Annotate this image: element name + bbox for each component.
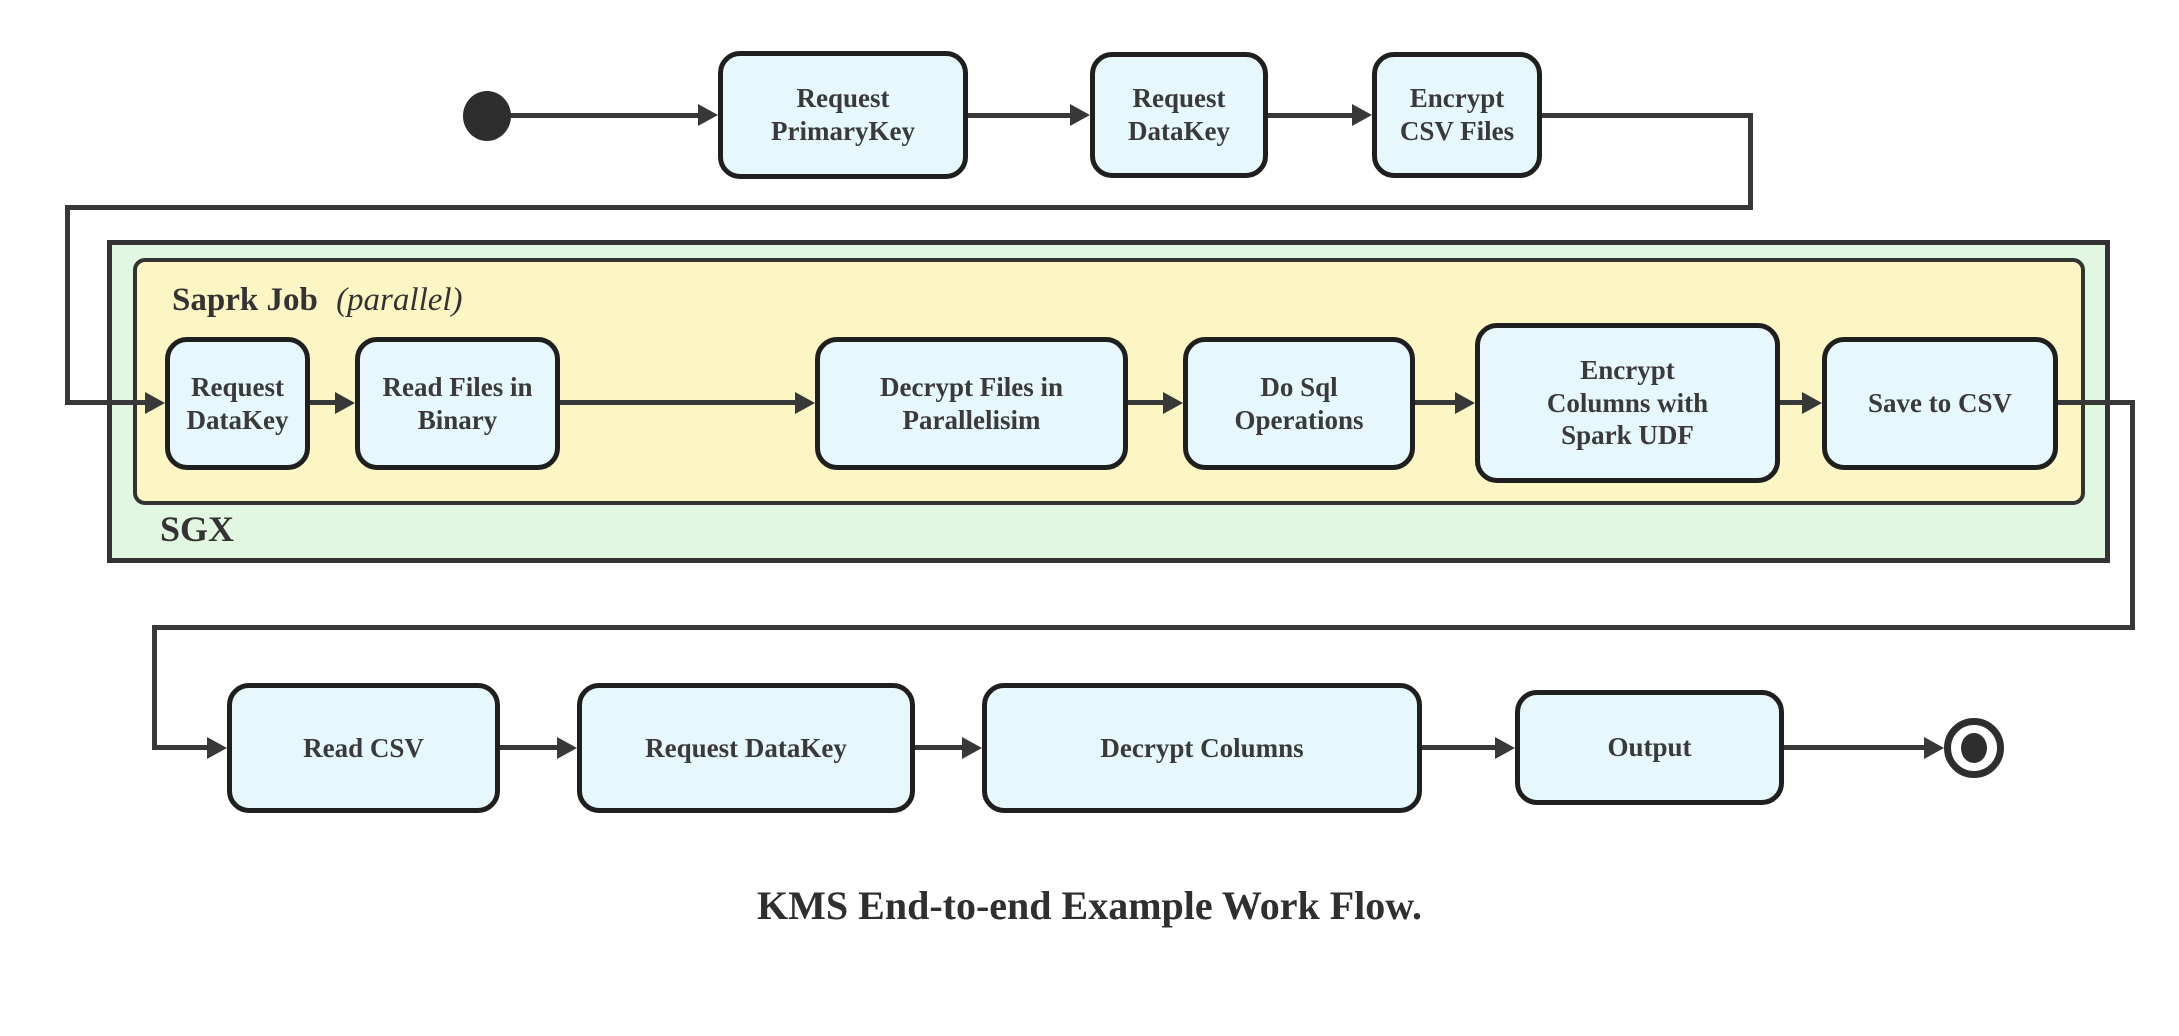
spark-job-label-text: Saprk Job [172, 282, 318, 318]
arrowhead-decrypt-columns-to-output [1495, 737, 1515, 759]
final-state-node [1944, 718, 2004, 778]
arrowhead-decrypt-files-to-do-sql [1163, 392, 1183, 414]
node-request-datakey-bottom: Request DataKey [577, 683, 915, 813]
edge-read-files-to-decrypt-files [560, 400, 797, 405]
edge-encrypt-csv-to-sgx-seg1 [1542, 113, 1753, 118]
arrowhead-start-to-request-primarykey [698, 104, 718, 126]
edge-start-to-request-primarykey [509, 113, 699, 118]
edge-request-datakey-to-decrypt-columns [915, 745, 964, 750]
edge-save-csv-to-read-csv-seg5 [152, 745, 214, 750]
node-decrypt-columns: Decrypt Columns [982, 683, 1422, 813]
node-output: Output [1515, 690, 1784, 805]
node-save-to-csv: Save to CSV [1822, 337, 2058, 470]
node-encrypt-csv-files: Encrypt CSV Files [1372, 52, 1542, 178]
arrowhead-do-sql-to-encrypt-columns [1455, 392, 1475, 414]
edge-save-csv-to-read-csv-seg1 [2058, 400, 2135, 405]
arrowhead-encrypt-columns-to-save-csv [1802, 392, 1822, 414]
arrowhead-into-sgx-request-datakey [145, 392, 165, 414]
edge-decrypt-files-to-do-sql [1128, 400, 1165, 405]
node-encrypt-columns-with-spark-udf: Encrypt Columns with Spark UDF [1475, 323, 1780, 483]
arrowhead-into-read-csv [207, 737, 227, 759]
edge-save-csv-to-read-csv-seg4 [152, 625, 157, 750]
edge-do-sql-to-encrypt-columns [1415, 400, 1457, 405]
edge-request-datakey-to-encrypt-csv-files [1268, 113, 1352, 118]
spark-job-parallel-qualifier: (parallel) [336, 282, 463, 318]
arrowhead-read-csv-to-request-datakey [557, 737, 577, 759]
arrowhead-sgx-request-datakey-to-read-files [335, 392, 355, 414]
edge-save-csv-to-read-csv-seg3 [152, 625, 2135, 630]
edge-request-primarykey-to-request-datakey [968, 113, 1070, 118]
arrowhead-read-files-to-decrypt-files [795, 392, 815, 414]
node-request-datakey-top: Request DataKey [1090, 52, 1268, 178]
arrowhead-request-datakey-to-decrypt-columns [962, 737, 982, 759]
node-do-sql-operations: Do Sql Operations [1183, 337, 1415, 470]
edge-encrypt-columns-to-save-csv [1780, 400, 1804, 405]
node-read-files-in-binary: Read Files in Binary [355, 337, 560, 470]
edge-encrypt-csv-to-sgx-seg3 [65, 205, 1753, 210]
node-read-csv: Read CSV [227, 683, 500, 813]
edge-decrypt-columns-to-output [1422, 745, 1497, 750]
node-decrypt-files-in-parallelisim: Decrypt Files in Parallelisim [815, 337, 1128, 470]
edge-output-to-end [1784, 745, 1927, 750]
initial-state-node [463, 91, 511, 141]
arrowhead-output-to-end [1924, 737, 1944, 759]
diagram-caption: KMS End-to-end Example Work Flow. [757, 883, 1422, 928]
edge-save-csv-to-read-csv-seg2 [2130, 400, 2135, 630]
final-state-inner-dot [1961, 733, 1987, 763]
node-request-datakey-sgx: Request DataKey [165, 337, 310, 470]
edge-encrypt-csv-to-sgx-seg2 [1748, 113, 1753, 210]
arrowhead-request-primarykey-to-request-datakey [1070, 104, 1090, 126]
arrowhead-request-datakey-to-encrypt-csv-files [1352, 104, 1372, 126]
edge-read-csv-to-request-datakey [500, 745, 559, 750]
sgx-container-label: SGX [160, 509, 235, 549]
edge-encrypt-csv-to-sgx-seg4 [65, 205, 70, 405]
edge-encrypt-csv-to-sgx-seg5 [65, 400, 147, 405]
edge-sgx-request-datakey-to-read-files [310, 400, 337, 405]
spark-job-container-label: Saprk Job (parallel) [172, 282, 463, 319]
node-request-primarykey: Request PrimaryKey [718, 51, 968, 179]
